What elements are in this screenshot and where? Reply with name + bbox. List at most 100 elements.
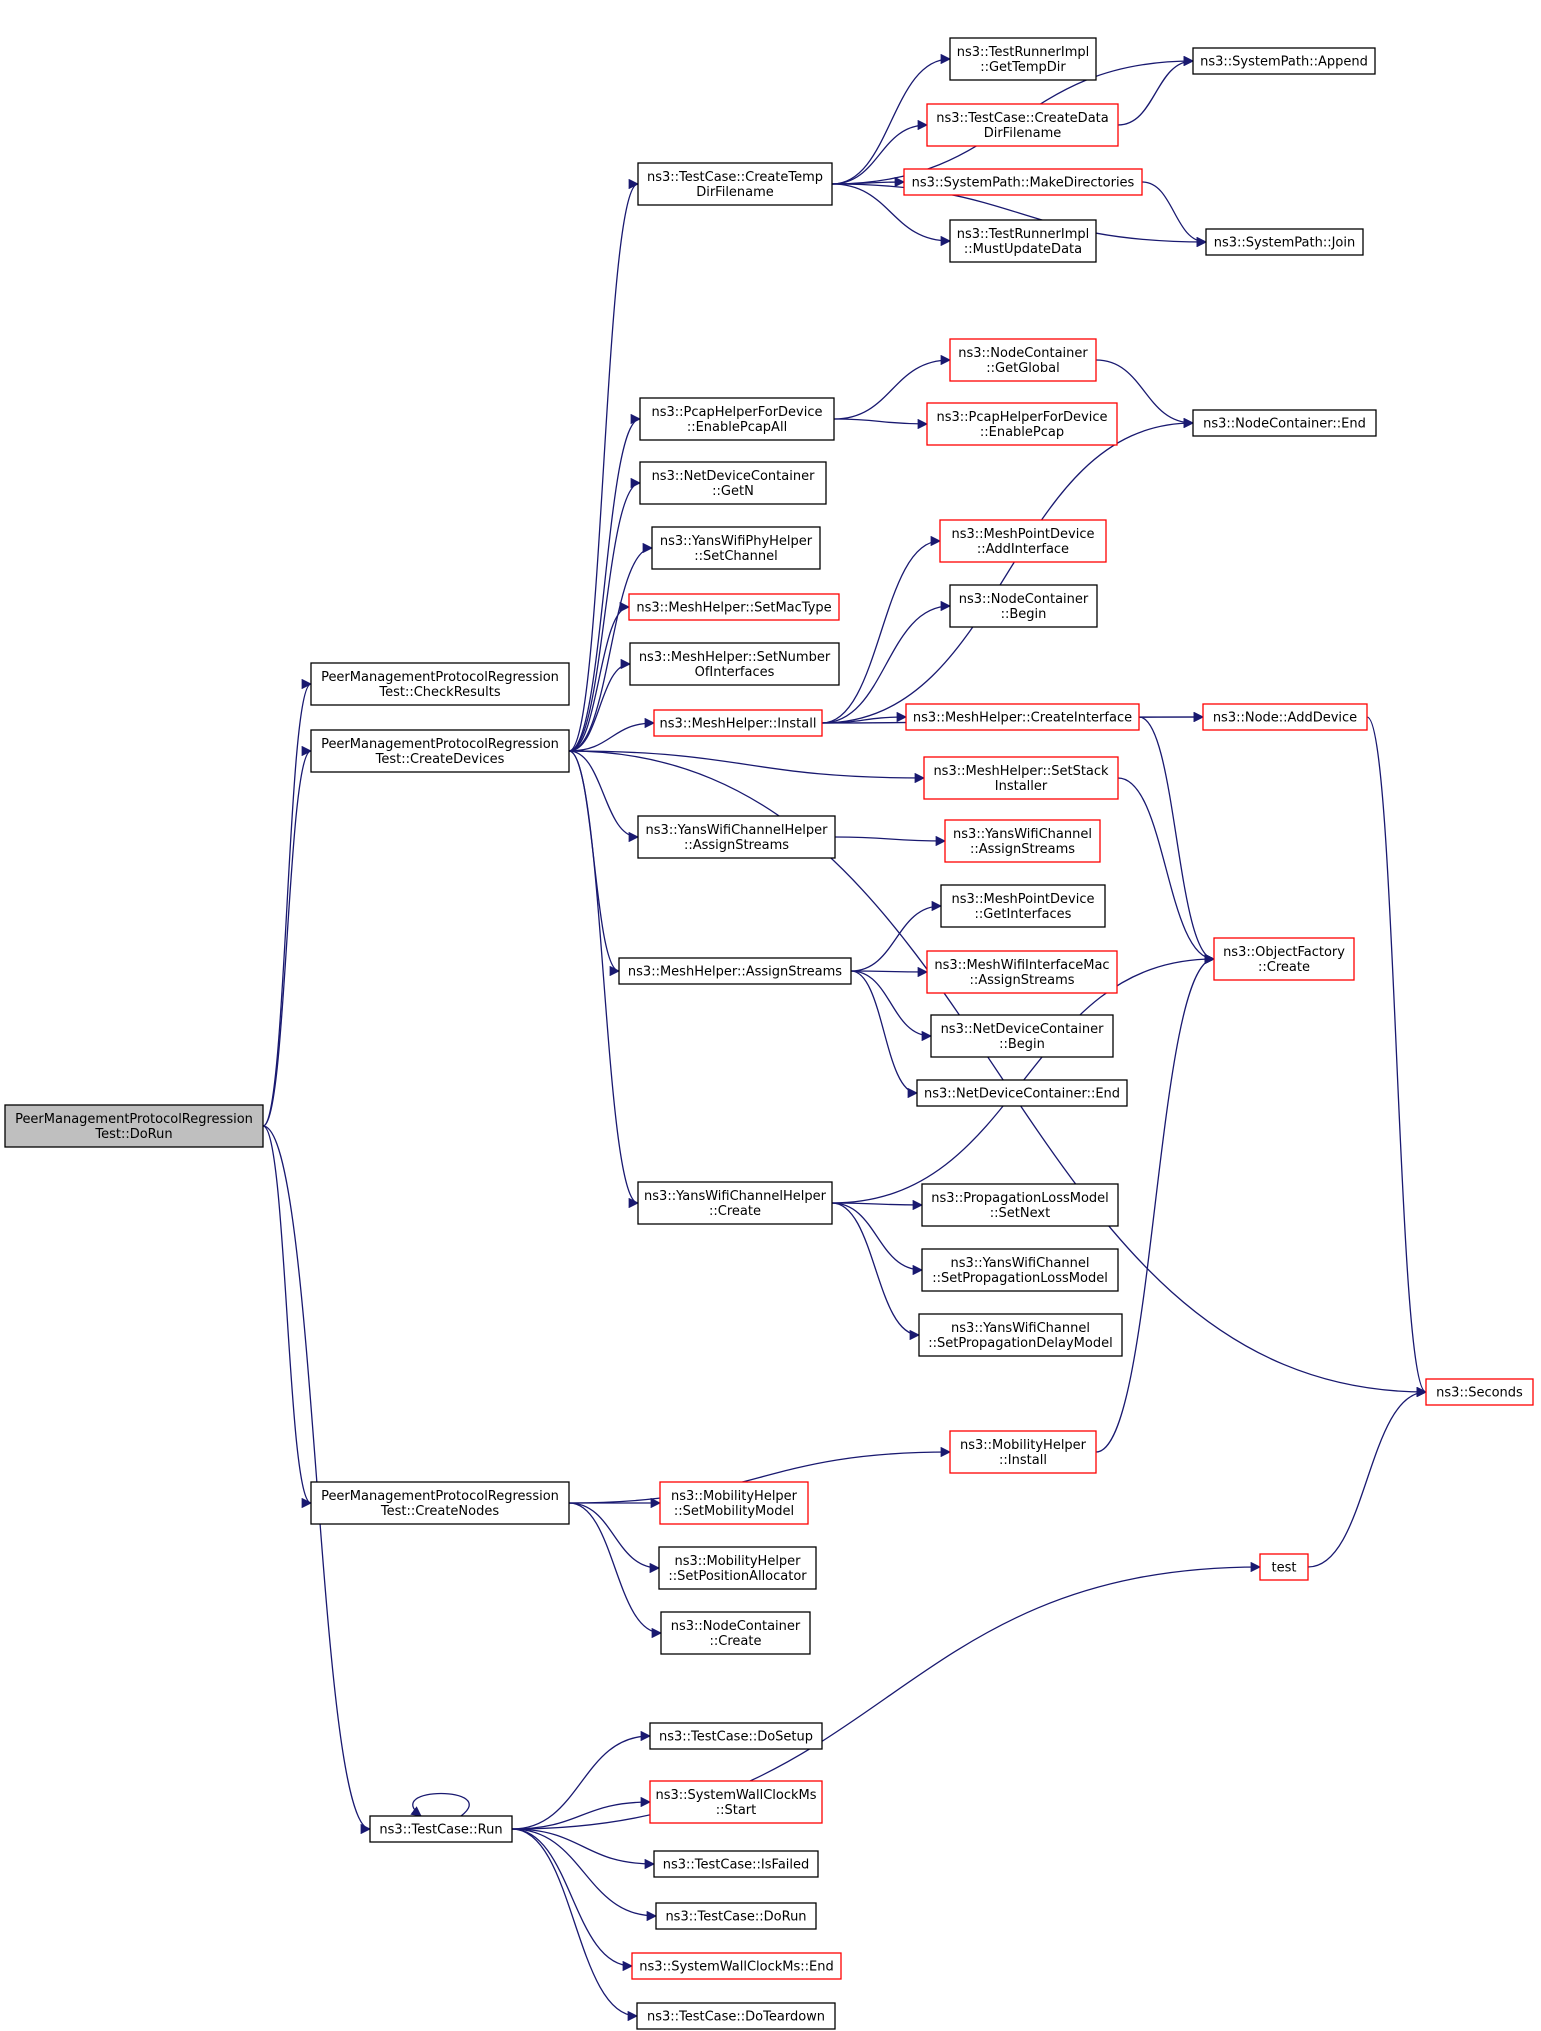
node-makedirs[interactable]: ns3::SystemPath::MakeDirectories [903,168,1143,196]
node-ndcbegin[interactable]: ns3::NetDeviceContainer::Begin [930,1014,1114,1058]
node-label-line: ns3::TestCase::DoSetup [659,1730,813,1745]
node-swcstart[interactable]: ns3::SystemWallClockMs::Start [649,1780,823,1824]
node-box [930,1014,1114,1058]
node-ncbegin[interactable]: ns3::NodeContainer::Begin [949,584,1098,628]
node-box [923,756,1119,800]
node-doteardown[interactable]: ns3::TestCase::DoTeardown [636,2002,836,2030]
node-getn[interactable]: ns3::NetDeviceContainer::GetN [639,461,827,505]
node-mwim_assign[interactable]: ns3::MeshWifiInterfaceMac::AssignStreams [926,950,1118,994]
node-label-line: DirFilename [696,185,774,200]
edge-createdevices-to-setstack [568,750,926,784]
node-tcdorun[interactable]: ns3::TestCase::DoRun [655,1902,817,1930]
node-gettempdir[interactable]: ns3::TestRunnerImpl::GetTempDir [949,37,1097,81]
node-label-line: ns3::NodeContainer::End [1203,417,1366,432]
node-ywch_create[interactable]: ns3::YansWifiChannelHelper::Create [637,1181,833,1225]
node-box [921,1183,1119,1227]
edge-mesh_assign-to-ndcbegin [850,970,933,1042]
node-test[interactable]: test [1259,1553,1309,1581]
node-setdelay[interactable]: ns3::YansWifiChannel::SetPropagationDela… [918,1313,1123,1357]
node-append[interactable]: ns3::SystemPath::Append [1192,47,1376,75]
node-meshinstall[interactable]: ns3::MeshHelper::Install [653,709,823,737]
node-box [926,103,1119,147]
node-label-line: ::Begin [999,1037,1045,1052]
node-label-line: ::SetNext [990,1206,1050,1221]
node-join[interactable]: ns3::SystemPath::Join [1205,228,1364,256]
node-createinterface[interactable]: ns3::MeshHelper::CreateInterface [905,703,1140,731]
node-createnodes[interactable]: PeerManagementProtocolRegressionTest::Cr… [310,1481,570,1525]
node-label-line: ns3::MeshPointDevice [951,892,1094,907]
node-mesh_assign[interactable]: ns3::MeshHelper::AssignStreams [618,957,852,985]
node-label-line: ns3::PcapHelperForDevice [937,410,1108,425]
node-addinterface[interactable]: ns3::MeshPointDevice::AddInterface [939,519,1107,563]
node-adddevice[interactable]: ns3::Node::AddDevice [1202,703,1368,731]
edge-createtempdir-to-mustupdate [831,183,952,247]
node-checkresults[interactable]: PeerManagementProtocolRegressionTest::Ch… [310,662,570,706]
node-ncend[interactable]: ns3::NodeContainer::End [1192,409,1377,437]
node-ndcend[interactable]: ns3::NetDeviceContainer::End [916,1079,1128,1107]
edge-createdevices-to-getn [568,477,642,752]
node-label-line: test [1272,1561,1297,1576]
node-box [649,1722,823,1750]
node-box [944,819,1101,863]
node-mobinstall[interactable]: ns3::MobilityHelper::Install [949,1430,1097,1474]
node-swcend[interactable]: ns3::SystemWallClockMs::End [631,1952,842,1980]
node-isfailed[interactable]: ns3::TestCase::IsFailed [653,1850,819,1878]
edge-createdevices-to-seconds [568,750,1428,1398]
node-box [660,1611,811,1655]
node-nccreate[interactable]: ns3::NodeContainer::Create [660,1611,811,1655]
node-setchannel[interactable]: ns3::YansWifiPhyHelper::SetChannel [651,526,821,570]
edge-test-to-seconds [1307,1386,1428,1568]
node-label-line: ns3::MeshHelper::SetMacType [636,601,831,616]
node-box [903,168,1143,196]
node-box [916,1079,1128,1107]
node-getglobal[interactable]: ns3::NodeContainer::GetGlobal [949,338,1097,382]
node-box [921,1248,1119,1292]
node-createdevices[interactable]: PeerManagementProtocolRegressionTest::Cr… [310,729,570,773]
node-getinterfaces[interactable]: ns3::MeshPointDevice::GetInterfaces [940,884,1106,928]
node-label-line: ns3::TestCase::DoTeardown [647,2010,825,2025]
node-enablepcapall[interactable]: ns3::PcapHelperForDevice::EnablePcapAll [639,397,835,441]
node-label-line: ns3::SystemPath::MakeDirectories [912,176,1135,191]
node-ywc_assign[interactable]: ns3::YansWifiChannel::AssignStreams [944,819,1101,863]
node-mustupdate[interactable]: ns3::TestRunnerImpl::MustUpdateData [949,219,1097,263]
edge-createtempdir-to-createdatadir [831,119,929,185]
node-label-line: ::GetN [712,484,754,499]
node-label-line: ns3::MeshPointDevice [951,527,1094,542]
node-ywch_assign[interactable]: ns3::YansWifiChannelHelper::AssignStream… [637,815,836,859]
node-label-line: ns3::SystemPath::Append [1200,55,1368,70]
edge-mesh_assign-to-ndcend [850,970,919,1099]
node-box [637,815,836,859]
node-setloss[interactable]: ns3::YansWifiChannel::SetPropagationLoss… [921,1248,1119,1292]
node-label-line: ns3::MobilityHelper [960,1438,1087,1453]
node-label-line: ::EnablePcap [980,425,1064,440]
node-box [636,2002,836,2030]
node-box [905,703,1140,731]
edge-run-to-doteardown [511,1828,639,2022]
node-label-line: ns3::MeshHelper::AssignStreams [628,965,842,980]
edge-createnodes-to-setposalloc [568,1502,661,1574]
edge-createdevices-to-createtempdir [568,178,640,752]
node-seconds[interactable]: ns3::Seconds [1425,1378,1534,1406]
node-label-line: ::AssignStreams [684,838,789,853]
node-label-line: ::EnablePcapAll [687,420,787,435]
node-setposalloc[interactable]: ns3::MobilityHelper::SetPositionAllocato… [658,1546,817,1590]
node-dorun[interactable]: PeerManagementProtocolRegressionTest::Do… [4,1104,264,1148]
node-setnext[interactable]: ns3::PropagationLossModel::SetNext [921,1183,1119,1227]
node-objfactory[interactable]: ns3::ObjectFactory::Create [1213,937,1355,981]
edge-dorun-to-checkresults [262,678,313,1127]
node-label-line: ns3::MeshHelper::CreateInterface [913,711,1132,726]
node-run[interactable]: ns3::TestCase::Run [369,1815,513,1843]
node-setmobility[interactable]: ns3::MobilityHelper::SetMobilityModel [659,1481,809,1525]
node-label-line: ns3::MeshHelper::SetNumber [639,650,831,665]
node-box [1425,1378,1534,1406]
edge-ywch_create-to-setloss [831,1202,924,1276]
node-setmactype[interactable]: ns3::MeshHelper::SetMacType [628,593,840,621]
node-dosetup[interactable]: ns3::TestCase::DoSetup [649,1722,823,1750]
edge-dorun-to-createdevices [262,745,313,1127]
node-enablepcap[interactable]: ns3::PcapHelperForDevice::EnablePcap [926,402,1118,446]
